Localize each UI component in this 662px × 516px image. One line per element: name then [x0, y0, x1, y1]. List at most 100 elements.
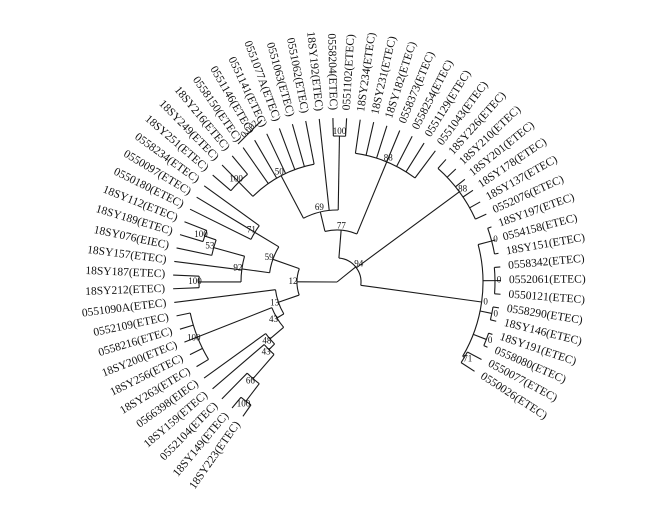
bootstrap-value: 71	[463, 353, 472, 363]
internal-branch	[241, 268, 270, 274]
leaf-label: 0558342(ETEC)	[508, 253, 586, 272]
leaf-label: 0551102(ETEC)	[341, 34, 357, 111]
leaf-branch	[242, 147, 269, 184]
leaf-branch	[196, 196, 256, 233]
clade-arc	[265, 333, 275, 345]
leaf-label: 0552061(ETEC)	[509, 273, 586, 286]
leaf-branch	[405, 142, 425, 173]
bootstrap-value: 50	[275, 166, 285, 176]
leaf-branch	[305, 120, 315, 165]
internal-branch	[272, 258, 300, 270]
clade-arc	[269, 246, 280, 273]
leaf-branch	[467, 351, 482, 361]
leaf-branch	[414, 150, 436, 179]
leaf-label: 18SY212(ETEC)	[85, 283, 165, 298]
leaf-label: 0550121(ETEC)	[508, 289, 586, 307]
bootstrap-value: 100	[229, 173, 243, 183]
leaf-branch	[203, 333, 266, 379]
bootstrap-value: 66	[246, 376, 256, 386]
leaf-branch	[278, 128, 296, 170]
clade-arc	[487, 228, 496, 255]
leaf-branch	[494, 252, 499, 255]
leaf-branch	[184, 336, 198, 343]
tree-branches	[173, 118, 501, 417]
leaf-branch	[231, 396, 242, 409]
leaf-branch	[266, 133, 287, 174]
internal-branch	[197, 307, 273, 338]
internal-branch	[355, 191, 460, 269]
leaf-branch	[174, 289, 276, 303]
bootstrap-value: 100	[237, 398, 251, 408]
clade-arc	[338, 257, 362, 286]
leaf-branch	[231, 155, 248, 175]
internal-branch	[269, 326, 285, 340]
leaf-branch	[196, 358, 209, 368]
clade-arc	[489, 306, 494, 320]
internal-branch	[245, 383, 260, 402]
bootstrap-values: 1006643481004313100100539271591210050100…	[187, 126, 502, 408]
bootstrap-value: 13	[270, 298, 280, 308]
bootstrap-value: 88	[458, 183, 468, 193]
internal-branch	[280, 175, 304, 219]
clade-arc	[303, 209, 339, 219]
bootstrap-value: 92	[233, 262, 242, 272]
bootstrap-value: 100	[187, 332, 201, 342]
leaf-label: 0558204(ETEC)	[325, 33, 339, 110]
leaf-branch	[318, 118, 330, 211]
leaf-branch	[179, 324, 194, 330]
clade-arc	[462, 244, 484, 357]
leaf-branch	[365, 122, 375, 156]
leaf-branch	[179, 234, 204, 243]
bootstrap-value: 0	[493, 234, 498, 244]
leaf-branch	[212, 174, 232, 192]
bootstrap-value: 0	[497, 275, 502, 285]
leaf-branch	[469, 201, 481, 209]
bootstrap-value: 12	[289, 276, 298, 286]
internal-branch	[360, 284, 482, 303]
leaf-branch	[189, 347, 203, 356]
bootstrap-value: 43	[269, 314, 279, 324]
leaf-branch	[184, 221, 208, 232]
internal-branch	[278, 294, 300, 303]
leaf-branch	[446, 168, 457, 178]
leaf-branch	[174, 260, 242, 271]
bootstrap-value: 69	[315, 202, 325, 212]
bootstrap-value: 53	[205, 241, 215, 251]
clade-arc	[189, 312, 209, 360]
leaf-label: 18SY187(ETEC)	[85, 265, 165, 280]
internal-branch	[337, 136, 341, 211]
leaf-branch	[494, 266, 501, 268]
bootstrap-value: 77	[337, 220, 347, 230]
leaf-branch	[386, 130, 401, 163]
leaf-branch	[460, 362, 475, 372]
leaf-branch	[491, 239, 496, 242]
bootstrap-value: 48	[262, 336, 272, 346]
bootstrap-value: 100	[194, 229, 208, 239]
internal-branch	[204, 235, 217, 241]
leaf-branch	[487, 226, 492, 229]
leaf-branch	[242, 404, 252, 417]
leaf-branch	[483, 345, 488, 348]
clade-arc	[296, 268, 300, 296]
internal-branch	[252, 354, 275, 379]
leaf-branch	[492, 306, 500, 309]
bootstrap-value: 100	[188, 276, 202, 286]
leaf-branch	[173, 287, 200, 290]
leaf-branch	[376, 125, 388, 159]
scale-bar-line	[237, 119, 263, 145]
leaf-branch	[354, 119, 361, 154]
leaf-branch	[203, 185, 260, 227]
bootstrap-value: 59	[265, 252, 275, 262]
bootstrap-value: 100	[333, 126, 347, 136]
clade-arc	[355, 152, 416, 179]
clade-arc	[263, 344, 275, 355]
bootstrap-value: 94	[354, 259, 364, 269]
leaf-branch	[455, 178, 466, 188]
leaf-branch	[291, 124, 305, 167]
bootstrap-value: 0	[494, 308, 499, 318]
internal-branch	[338, 230, 342, 259]
leaf-branch	[221, 164, 240, 183]
internal-branch	[319, 211, 326, 232]
